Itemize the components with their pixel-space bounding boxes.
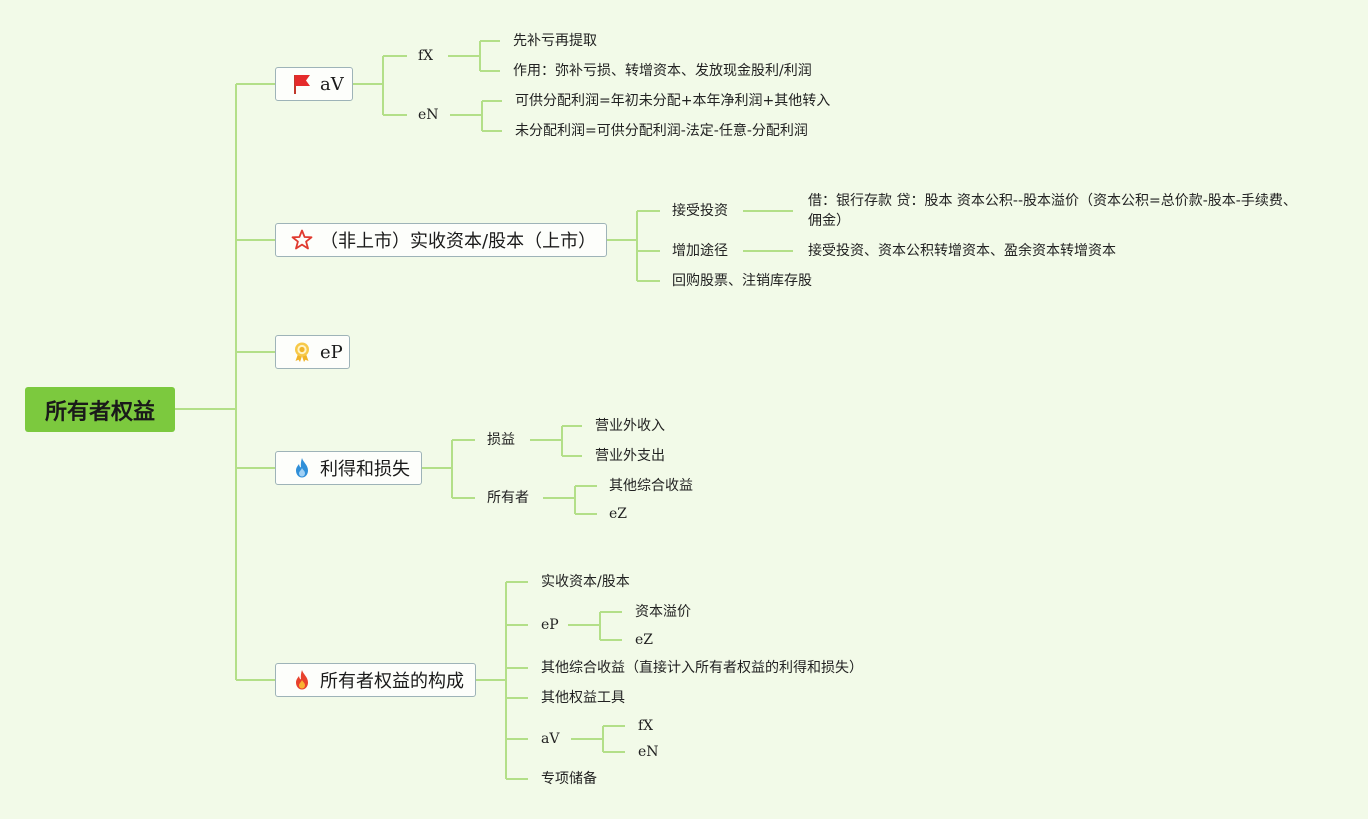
topic-av[interactable]: aV [275,67,353,101]
node-increase-ways[interactable]: 增加途径 [672,243,728,259]
star-icon [290,228,314,252]
node-accept-investment[interactable]: 接受投资 [672,203,728,219]
award-ribbon-icon [290,340,314,364]
node-fx-leaf1[interactable]: 先补亏再提取 [513,33,597,49]
node-increase-ways-leaf[interactable]: 接受投资、资本公积转增资本、盈余资本转增资本 [808,243,1116,259]
node-av-leaf1[interactable]: fX [638,718,654,734]
topic-ep-label: eP [320,341,343,363]
red-flame-icon [290,668,314,692]
node-ep-leaf1[interactable]: 资本溢价 [635,604,691,620]
node-paid-in-capital[interactable]: 实收资本/股本 [541,574,630,590]
topic-ep[interactable]: eP [275,335,350,369]
topic-av-label: aV [320,73,344,95]
node-special-reserve[interactable]: 专项储备 [541,771,597,787]
topic-gains-losses[interactable]: 利得和损失 [275,451,422,485]
node-owners-leaf1[interactable]: 其他综合收益 [609,478,693,494]
topic-gains-losses-label: 利得和损失 [320,459,410,480]
blue-flame-icon [290,456,314,480]
node-ep[interactable]: eP [541,617,559,633]
node-other-equity-instruments[interactable]: 其他权益工具 [541,690,625,706]
topic-paid-in-capital[interactable]: （非上市）实收资本/股本（上市） [275,223,607,257]
red-flag-icon [290,72,314,96]
node-buyback-stock[interactable]: 回购股票、注销库存股 [672,273,812,289]
node-fx[interactable]: fX [418,48,434,64]
root-topic[interactable]: 所有者权益 [25,387,175,432]
node-owners[interactable]: 所有者 [487,490,529,506]
topic-equity-composition[interactable]: 所有者权益的构成 [275,663,476,697]
node-other-comprehensive-income[interactable]: 其他综合收益（直接计入所有者权益的利得和损失） [541,660,863,676]
node-en-leaf2[interactable]: 未分配利润=可供分配利润-法定-任意-分配利润 [515,123,808,139]
node-profit-loss-leaf1[interactable]: 营业外收入 [595,418,665,434]
node-profit-loss-leaf2[interactable]: 营业外支出 [595,448,665,464]
node-ep-leaf2[interactable]: eZ [635,632,654,648]
root-topic-label: 所有者权益 [44,399,155,425]
node-fx-leaf2[interactable]: 作用：弥补亏损、转增资本、发放现金股利/利润 [513,63,812,79]
node-en-leaf1[interactable]: 可供分配利润=年初未分配+本年净利润+其他转入 [515,93,831,109]
node-profit-loss[interactable]: 损益 [487,432,515,448]
node-accept-investment-leaf[interactable]: 借：银行存款 贷：股本 资本公积--股本溢价（资本公积=总价款-股本-手续费、佣… [808,193,1297,229]
topic-equity-composition-label: 所有者权益的构成 [320,671,464,692]
node-en[interactable]: eN [418,107,439,123]
node-av[interactable]: aV [541,731,560,747]
node-owners-leaf2[interactable]: eZ [609,506,628,522]
node-av-leaf2[interactable]: eN [638,744,659,760]
topic-paid-in-capital-label: （非上市）实收资本/股本（上市） [320,231,597,252]
